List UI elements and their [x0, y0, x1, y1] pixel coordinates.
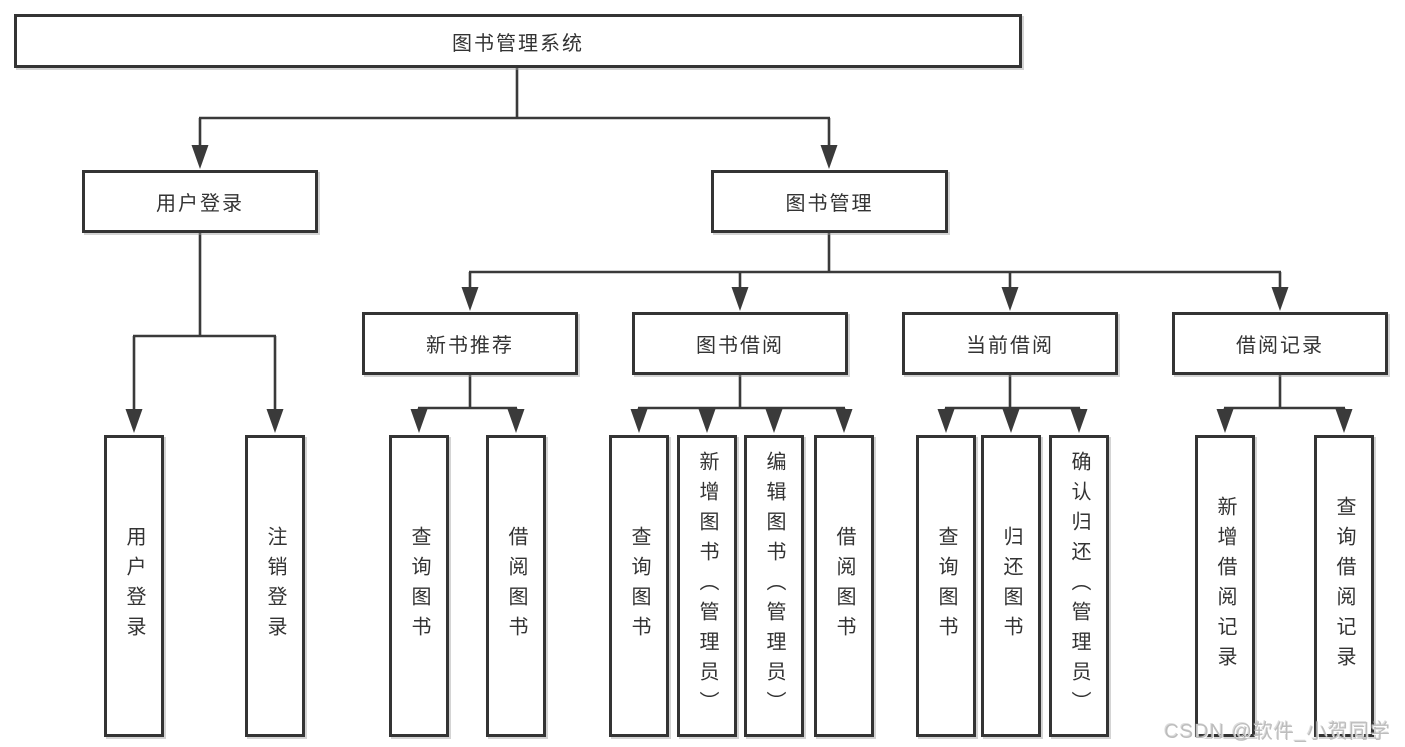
node-current-borrowing-label: 当前借阅 [966, 335, 1054, 357]
leaf-user-login-label: 用户登录 [123, 526, 145, 646]
leaf-confirm-return-admin: 确认归还（管理员） [1049, 435, 1109, 737]
leaf-logout: 注销登录 [245, 435, 305, 737]
leaf-query-book-current-label: 查询图书 [935, 526, 957, 646]
leaf-query-book-borrowing: 查询图书 [609, 435, 669, 737]
node-borrow-records: 借阅记录 [1172, 312, 1388, 375]
leaf-query-book-recommend: 查询图书 [389, 435, 449, 737]
leaf-query-book-recommend-label: 查询图书 [408, 526, 430, 646]
leaf-user-login: 用户登录 [104, 435, 164, 737]
leaf-query-book-current: 查询图书 [916, 435, 976, 737]
node-new-book-recommend: 新书推荐 [362, 312, 578, 375]
leaf-query-borrow-record: 查询借阅记录 [1314, 435, 1374, 737]
node-book-borrowing-label: 图书借阅 [696, 335, 784, 357]
node-borrow-records-label: 借阅记录 [1236, 335, 1324, 357]
leaf-return-book-label: 归还图书 [1000, 526, 1022, 646]
node-user-login-branch-label: 用户登录 [156, 193, 244, 215]
node-library-system-label: 图书管理系统 [452, 32, 584, 55]
node-new-book-recommend-label: 新书推荐 [426, 335, 514, 357]
leaf-query-borrow-record-label: 查询借阅记录 [1333, 496, 1355, 676]
leaf-borrow-book-recommend: 借阅图书 [486, 435, 546, 737]
leaf-confirm-return-admin-label: 确认归还（管理员） [1068, 451, 1090, 721]
leaf-edit-book-admin: 编辑图书（管理员） [744, 435, 804, 737]
node-current-borrowing: 当前借阅 [902, 312, 1118, 375]
node-library-system: 图书管理系统 [14, 14, 1022, 68]
leaf-add-book-admin-label: 新增图书（管理员） [696, 451, 718, 721]
node-user-login-branch: 用户登录 [82, 170, 318, 233]
leaf-add-book-admin: 新增图书（管理员） [677, 435, 737, 737]
leaf-query-book-borrowing-label: 查询图书 [628, 526, 650, 646]
leaf-logout-label: 注销登录 [264, 526, 286, 646]
node-book-borrowing: 图书借阅 [632, 312, 848, 375]
leaf-borrow-book-recommend-label: 借阅图书 [505, 526, 527, 646]
csdn-watermark: CSDN @软件_小贺同学 [1164, 721, 1391, 743]
leaf-add-borrow-record: 新增借阅记录 [1195, 435, 1255, 737]
leaf-borrow-book-label: 借阅图书 [833, 526, 855, 646]
leaf-borrow-book: 借阅图书 [814, 435, 874, 737]
leaf-edit-book-admin-label: 编辑图书（管理员） [763, 451, 785, 721]
leaf-return-book: 归还图书 [981, 435, 1041, 737]
node-book-management-label: 图书管理 [785, 193, 874, 215]
leaf-add-borrow-record-label: 新增借阅记录 [1214, 496, 1236, 676]
node-book-management: 图书管理 [711, 170, 948, 233]
